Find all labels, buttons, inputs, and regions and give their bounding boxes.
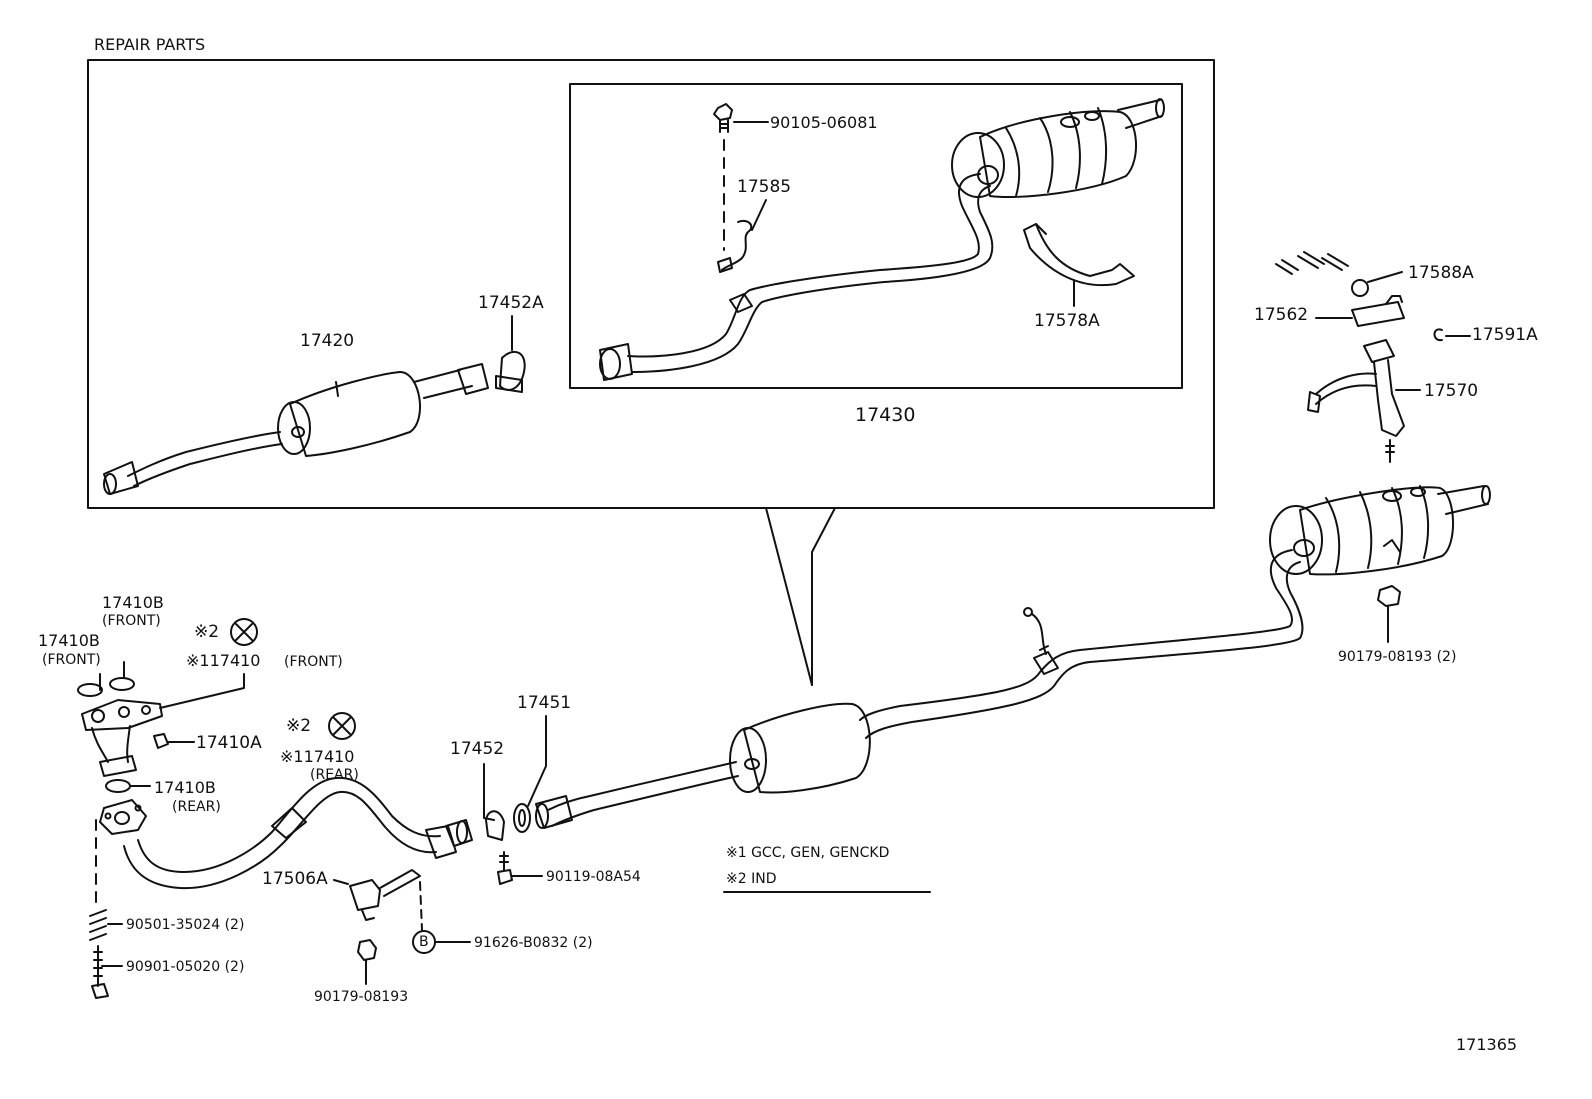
front-flange-lower [99, 799, 147, 835]
insulator-17562-part [1315, 295, 1405, 327]
gasket-front-b-number: 17410B [38, 631, 100, 650]
callout-left-line [765, 507, 813, 686]
callout-right-line [811, 507, 836, 686]
gasket-17410b-rear-part [105, 779, 151, 793]
tail-muffler-part [1269, 485, 1491, 576]
center-pipe-17420-label: 17420 [300, 331, 355, 351]
nut-90179-tail-part [1377, 585, 1401, 643]
bolt-90119-label: 90119-08A54 [546, 869, 641, 885]
pipe-rear-qualifier: (REAR) [310, 767, 359, 783]
circle-b-letter: B [419, 934, 429, 950]
gasket-rear-number: 17410B [154, 778, 216, 797]
insulator-17562-label: 17562 [1254, 305, 1309, 325]
bolt-90105-label: 90105-06081 [770, 113, 878, 132]
repair-parts-frame [87, 59, 1215, 509]
front-pipe-upper-flange [81, 673, 245, 777]
inset-bolt-90105 [713, 103, 769, 251]
clamp-17452-label: 17452 [450, 739, 505, 759]
bracket-17578a-label: 17578A [1034, 311, 1100, 331]
inset-tail-muffler [951, 98, 1165, 199]
nut-17410a-part [153, 733, 195, 749]
assembly-17430-label: 17430 [855, 404, 916, 426]
bolt-90901-label: 90901-05020 (2) [126, 959, 245, 975]
heat-shield-strips [1275, 251, 1349, 275]
gasket-front-a-qualifier: (FRONT) [102, 613, 161, 629]
center-muffler-part [535, 702, 871, 829]
bracket-17506a-part [333, 869, 423, 931]
circled-x-icon [328, 712, 356, 740]
circle-b-part [412, 930, 471, 954]
inset-center-pipe-17420 [103, 363, 489, 495]
section-title: REPAIR PARTS [94, 35, 206, 54]
drawing-number: 171365 [1456, 1035, 1518, 1054]
bracket-17506a-label: 17506A [262, 869, 328, 889]
pipe-front-number: ※117410 [186, 651, 261, 670]
main-sensor-wire [1023, 607, 1049, 655]
spring-90501-label: 90501-35024 (2) [126, 917, 245, 933]
inset-sensor-bracket-17585 [717, 199, 767, 273]
note2-front-mark: ※2 [194, 622, 220, 642]
pipe-front-qualifier: (FRONT) [284, 654, 343, 670]
circled-x-icon [230, 618, 258, 646]
note-2: ※2 IND [726, 871, 777, 887]
bolt-91626-label: 91626-B0832 (2) [474, 935, 593, 951]
main-tail-pipe [859, 549, 1304, 739]
bolt-90119-part [497, 851, 543, 885]
cap-17588a-label: 17588A [1408, 263, 1474, 283]
front-pipe-part [123, 776, 473, 890]
note2-rear-mark: ※2 [286, 716, 312, 736]
bracket-17570-label: 17570 [1424, 381, 1479, 401]
gasket-front-b-qualifier: (FRONT) [42, 652, 101, 668]
inset-clamp-17452a [495, 315, 526, 393]
nut-90179-lower-part [357, 939, 377, 985]
spring-bolt-parts [89, 819, 123, 999]
cap-17588a-part [1351, 271, 1403, 297]
clip-17591a-part [1433, 328, 1471, 342]
pipe-rear-number: ※117410 [280, 747, 355, 766]
nut-17410a-label: 17410A [196, 733, 262, 753]
gasket-17451-part [513, 715, 547, 833]
bracket-17570-part [1307, 339, 1421, 463]
sensor-bracket-17585-label: 17585 [737, 177, 792, 197]
nut-90179-tail-label: 90179-08193 (2) [1338, 649, 1457, 665]
nut-90179-lower-label: 90179-08193 [314, 989, 409, 1005]
inset-bracket-17578a [1023, 223, 1135, 307]
clamp-17452a-label: 17452A [478, 293, 544, 313]
gasket-front-a-number: 17410B [102, 593, 164, 612]
gasket-17451-label: 17451 [517, 693, 572, 713]
clamp-17452-part [483, 763, 505, 841]
clip-17591a-label: 17591A [1472, 325, 1538, 345]
note-1: ※1 GCC, GEN, GENCKD [726, 845, 890, 861]
gasket-rear-qualifier: (REAR) [172, 799, 221, 815]
inset-tail-pipe [599, 173, 994, 381]
gasket-17410b-front-parts [77, 661, 135, 697]
muffler-assembly-frame [569, 83, 1183, 389]
